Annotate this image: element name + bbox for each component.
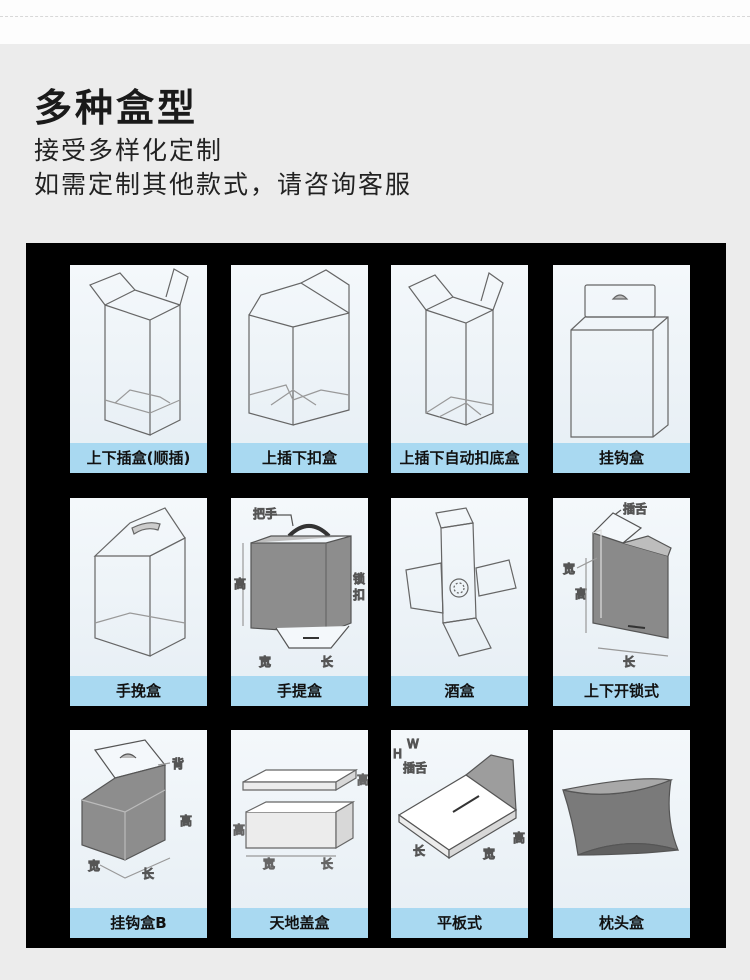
box-label: 挂钩盒 xyxy=(553,443,690,473)
height-note: 高 xyxy=(233,822,245,837)
wine-box-icon xyxy=(405,507,517,657)
width-note: 宽 xyxy=(88,858,100,873)
height-note: 高 xyxy=(234,576,246,591)
top-strip xyxy=(0,0,750,44)
length-note: 长 xyxy=(413,844,425,858)
auto-bottom-box-icon xyxy=(408,272,504,426)
box-label: 手提盒 xyxy=(231,676,368,706)
box-label: 枕头盒 xyxy=(553,908,690,938)
flat-box-icon: H W 插舌 长 宽 高 xyxy=(392,736,525,861)
box-types-panel: 上下插盒(顺插) 上插下扣盒 上插下自动扣底盒 xyxy=(26,243,726,948)
box-card-lock[interactable]: 插舌 宽 高 长 上下开锁式 xyxy=(553,498,690,706)
back-note: 背 xyxy=(172,757,184,771)
tuck-end-box-icon xyxy=(89,268,189,436)
h-note: H xyxy=(393,747,402,761)
box-card-hanging[interactable]: 挂钩盒 xyxy=(553,265,690,473)
box-label: 酒盒 xyxy=(391,676,528,706)
box-card-wine[interactable]: 酒盒 xyxy=(391,498,528,706)
handle-note: 把手 xyxy=(253,507,277,521)
w-note: W xyxy=(407,737,419,751)
box-card-auto-bottom[interactable]: 上插下自动扣底盒 xyxy=(391,265,528,473)
hanging-box-icon xyxy=(570,284,669,438)
height-note: 高 xyxy=(180,813,192,828)
subtitle-line-2: 如需定制其他款式，请咨询客服 xyxy=(34,170,413,199)
lock-box-icon: 插舌 宽 高 长 xyxy=(562,501,672,670)
box-label: 挂钩盒B xyxy=(70,908,207,938)
hanging-box-b-icon: 背 高 宽 长 xyxy=(81,739,193,882)
header: 多种盒型 接受多样化定制 如需定制其他款式，请咨询客服 xyxy=(34,82,412,202)
page-title: 多种盒型 xyxy=(34,86,199,130)
width-note: 宽 xyxy=(483,846,495,861)
box-label: 上下开锁式 xyxy=(553,676,690,706)
box-label: 上下插盒(顺插) xyxy=(70,443,207,473)
length-note: 长 xyxy=(623,655,635,669)
height-note: 高 xyxy=(575,586,587,601)
width-note: 宽 xyxy=(563,561,575,576)
width-note: 宽 xyxy=(259,654,271,669)
height-note: 高 xyxy=(513,830,525,845)
box-label: 平板式 xyxy=(391,908,528,938)
lid-base-box-icon: 高 高 宽 长 xyxy=(232,768,368,872)
length-note: 长 xyxy=(142,867,154,881)
lock-note: 锁扣 xyxy=(353,571,365,602)
box-card-hanging-b[interactable]: 背 高 宽 长 挂钩盒B xyxy=(70,730,207,938)
box-card-handle-carry[interactable]: 手挽盒 xyxy=(70,498,207,706)
subtitle-line-1: 接受多样化定制 xyxy=(34,136,224,165)
box-label: 手挽盒 xyxy=(70,676,207,706)
top-divider xyxy=(0,16,750,17)
length-note: 长 xyxy=(321,655,333,669)
box-card-tuck-end[interactable]: 上下插盒(顺插) xyxy=(70,265,207,473)
box-card-flat[interactable]: H W 插舌 长 宽 高 平板式 xyxy=(391,730,528,938)
box-label: 上插下自动扣底盒 xyxy=(391,443,528,473)
pillow-box-icon xyxy=(562,778,680,856)
box-card-handle-lift[interactable]: 把手 高 锁扣 宽 长 手提盒 xyxy=(231,498,368,706)
handle-carry-box-icon xyxy=(93,507,186,657)
handle-lift-box-icon: 把手 高 锁扣 宽 长 xyxy=(233,506,365,669)
box-label: 上插下扣盒 xyxy=(231,443,368,473)
box-card-lid-base[interactable]: 高 高 宽 长 天地盖盒 xyxy=(231,730,368,938)
box-label: 天地盖盒 xyxy=(231,908,368,938)
tab-note: 插舌 xyxy=(403,761,427,775)
tab-note: 插舌 xyxy=(623,502,647,516)
width-note: 宽 xyxy=(263,856,275,871)
box-card-pillow[interactable]: 枕头盒 xyxy=(553,730,690,938)
box-card-snap-bottom[interactable]: 上插下扣盒 xyxy=(231,265,368,473)
length-note: 长 xyxy=(321,857,333,871)
snap-bottom-box-icon xyxy=(248,269,350,426)
lid-height-note: 高 xyxy=(357,772,368,787)
